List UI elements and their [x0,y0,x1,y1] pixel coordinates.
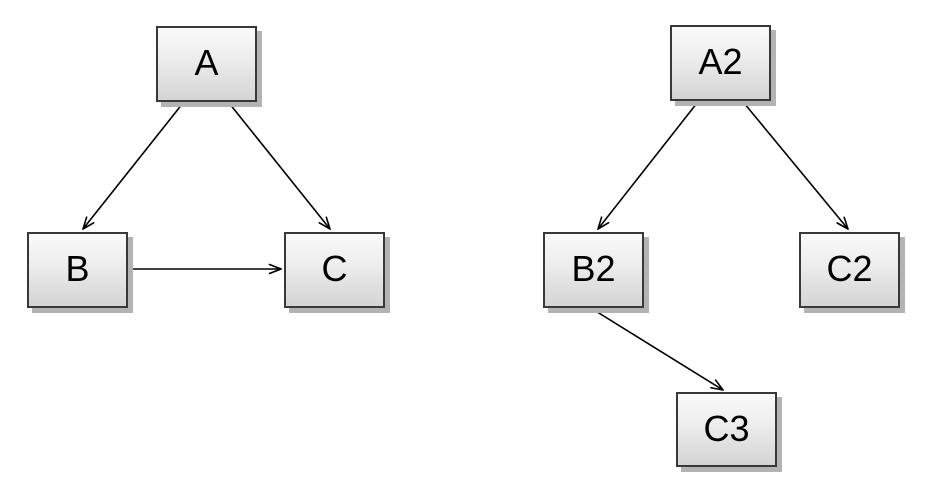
node-label-A2: A2 [698,41,743,82]
node-C[interactable]: C [284,232,385,308]
node-A[interactable]: A [156,26,257,102]
node-label-B: B [65,248,90,289]
node-C2[interactable]: C2 [799,232,900,308]
node-C3[interactable]: C3 [676,392,777,467]
node-label-B2: B2 [571,248,616,289]
node-label-C3: C3 [703,407,750,449]
edge-A-B[interactable] [83,102,184,229]
node-label-A: A [194,42,219,83]
edge-A-C[interactable] [228,102,330,229]
node-B[interactable]: B [27,232,128,308]
edge-B2-C3[interactable] [593,309,723,390]
edge-A2-B2[interactable] [598,102,698,229]
node-label-C: C [321,248,348,289]
edge-A2-C2[interactable] [743,102,848,229]
node-B2[interactable]: B2 [543,232,644,308]
node-label-C2: C2 [826,248,873,289]
node-A2[interactable]: A2 [670,25,771,101]
